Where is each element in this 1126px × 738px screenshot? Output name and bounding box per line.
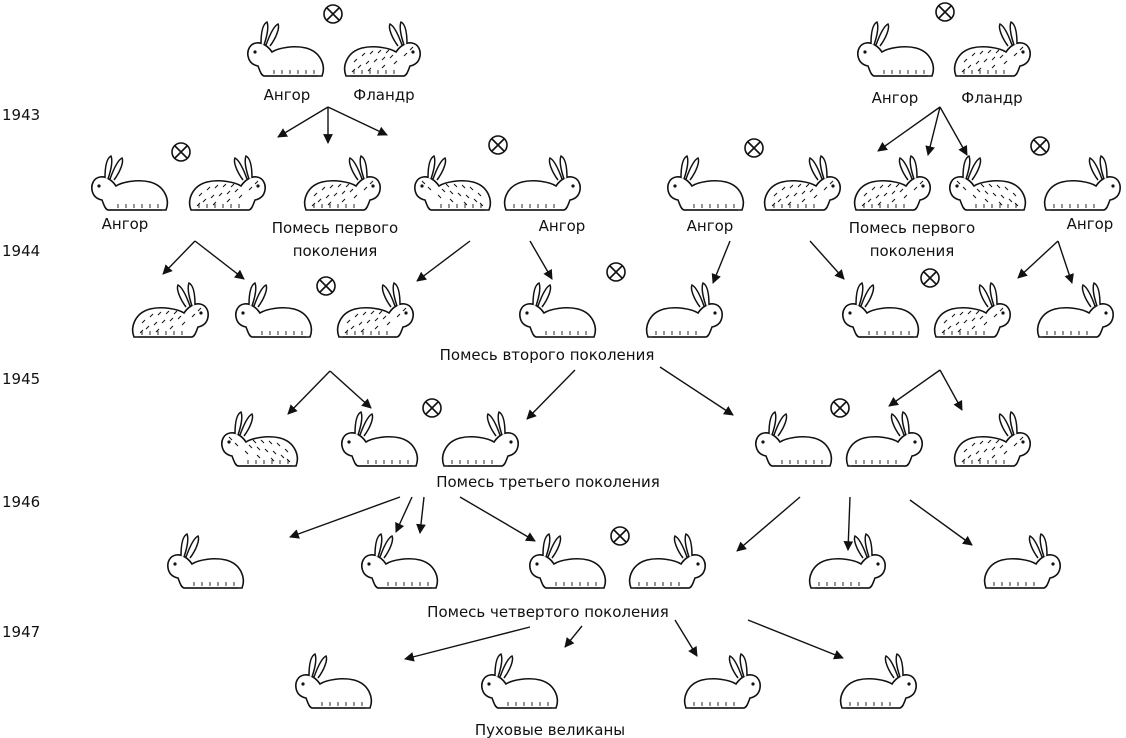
cross-symbol [830,398,850,418]
arrows-1944 [162,240,1074,284]
year-1947: 1947 [2,623,40,641]
arrows-1946 [289,496,973,552]
rabbit-angora [668,156,744,210]
label-angora: Ангор [264,86,311,104]
rabbit-downy-giant [296,654,372,708]
year-1946: 1946 [2,493,40,511]
cross-symbol [171,142,191,162]
rabbit-angora-left [248,22,324,76]
cross-symbol [935,2,955,22]
rabbit-crossbreed [950,156,1026,210]
rabbit-crossbreed [1036,282,1114,338]
rabbit-crossbreed [362,534,438,588]
rabbit-crossbreed [983,533,1061,589]
rabbit-crossbreed [855,156,931,210]
label-angora: Ангор [539,217,586,235]
rabbit-crossbreed [190,156,266,210]
label-flandre: Фландр [353,86,414,104]
rabbit-flandre-right [955,22,1031,76]
label-angora: Ангор [872,89,919,107]
rabbit-crossbreed [222,412,298,466]
rabbit-angora [1043,155,1121,211]
label-first-gen-2: поколения [870,242,955,260]
year-1945: 1945 [2,370,40,388]
rabbit-crossbreed [236,283,312,337]
cross-symbol [316,276,336,296]
label-fourth-gen: Помесь четвертого поколения [427,603,669,621]
rabbit-crossbreed [765,156,841,210]
cross-symbol [744,138,764,158]
rabbit-angora [92,156,168,210]
rabbit-crossbreed [756,412,832,466]
year-1943: 1943 [2,106,40,124]
rabbit-crossbreed [808,533,886,589]
rabbit-crossbreed [415,156,491,210]
rabbit-crossbreed [628,533,706,589]
arrows-1945 [287,366,963,420]
rabbit-crossbreed [441,411,519,467]
rabbit-flandre-left [345,22,421,76]
rabbit-angora-right [858,22,934,76]
label-angora: Ангор [102,215,149,233]
cross-symbol [1030,136,1050,156]
cross-symbol [488,135,508,155]
rabbit-crossbreed [520,283,596,337]
cross-symbol [422,398,442,418]
rabbit-crossbreed [342,412,418,466]
rabbit-crossbreed [843,283,919,337]
label-result: Пуховые великаны [475,721,625,738]
cross-symbol [920,268,940,288]
rabbit-downy-giant [683,653,761,709]
rabbit-angora [503,155,581,211]
arrows-1943 [277,106,968,156]
label-third-gen: Помесь третьего поколения [436,473,660,491]
rabbit-crossbreed [168,534,244,588]
label-angora: Ангор [1067,215,1114,233]
rabbit-crossbreed [133,283,209,337]
rabbit-crossbreed [645,282,723,338]
label-first-gen: Помесь первого [272,219,399,237]
rabbit-downy-giant [839,653,917,709]
rabbit-crossbreed [338,283,414,337]
year-1944: 1944 [2,242,40,260]
rabbit-downy-giant [482,654,558,708]
rabbit-crossbreed [305,156,381,210]
arrows-1947 [404,619,844,662]
label-second-gen: Помесь второго поколения [440,346,655,364]
label-angora: Ангор [687,217,734,235]
cross-symbol [323,4,343,24]
rabbit-crossbreed [530,534,606,588]
rabbit-crossbreed [955,412,1031,466]
label-first-gen: Помесь первого [849,219,976,237]
cross-symbol [610,526,630,546]
label-first-gen-2: поколения [293,242,378,260]
rabbit-crossbreed [845,411,923,467]
cross-symbol [606,262,626,282]
label-flandre: Фландр [961,89,1022,107]
rabbit-crossbreed [935,283,1011,337]
